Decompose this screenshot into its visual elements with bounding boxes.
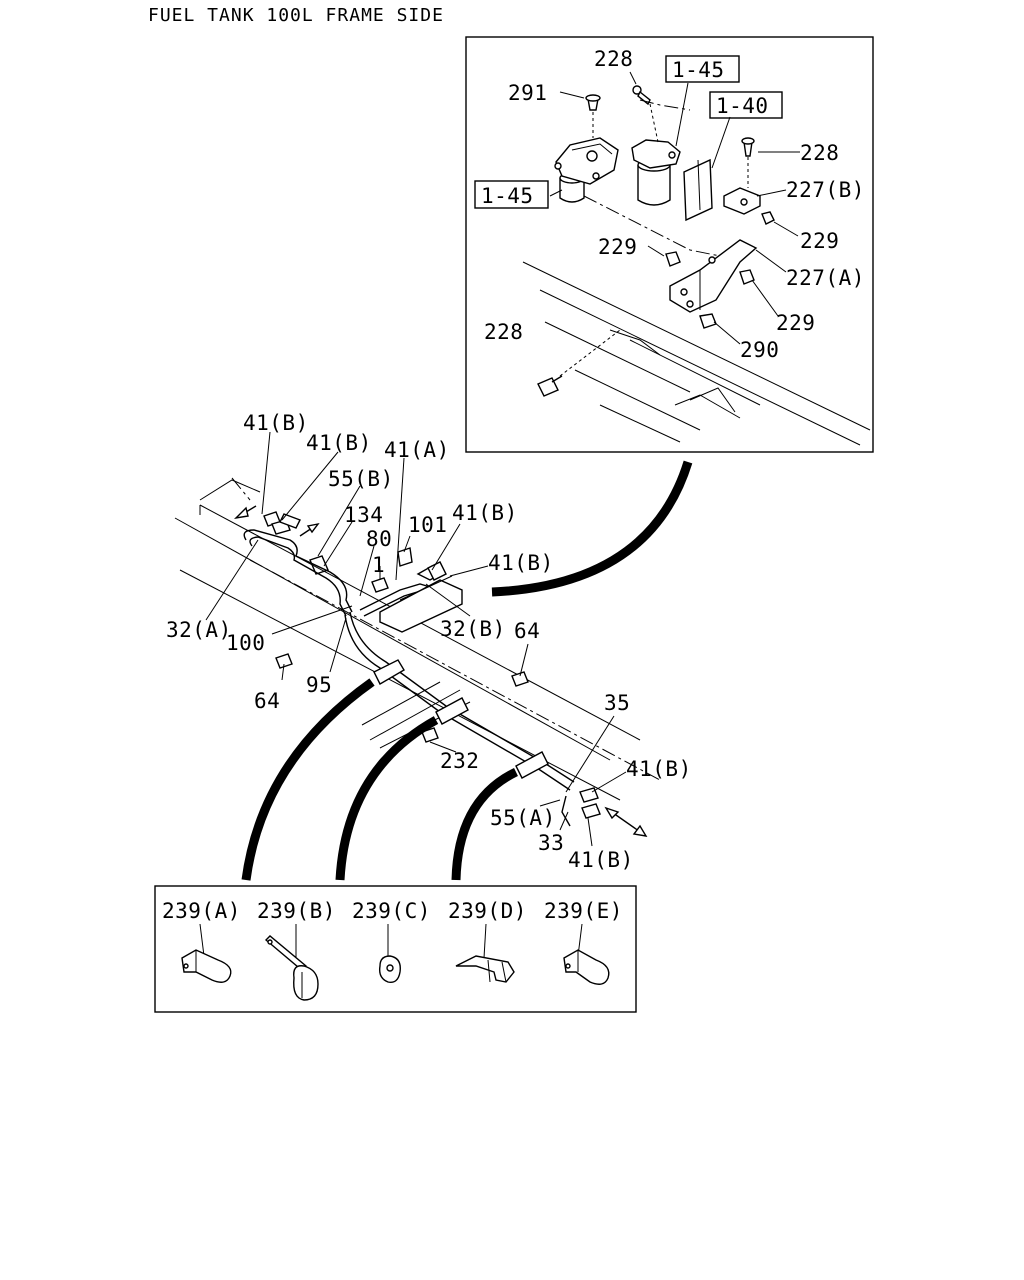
fuel-filter-left xyxy=(554,94,619,203)
clamp-239b-drawing xyxy=(264,924,319,1001)
label-239b: 239(B) xyxy=(257,899,336,923)
inset-frame xyxy=(465,36,874,453)
main-frame-assembly: 41(B) 41(B) 41(A) 55(B) 134 80 101 41(B)… xyxy=(166,411,692,872)
ref-box-1-45-left xyxy=(474,180,549,209)
label-41a: 41(A) xyxy=(384,438,450,462)
fuel-filter-right xyxy=(631,85,681,206)
clamp-239a-drawing xyxy=(181,923,232,983)
callout-arc-inset xyxy=(491,460,693,597)
label-41b-5: 41(B) xyxy=(626,757,692,781)
label-32a: 32(A) xyxy=(166,618,232,642)
label-228-right: 228 xyxy=(800,141,839,165)
callout-arc-clamp-1 xyxy=(241,678,375,881)
inset-frame-rail xyxy=(522,261,871,446)
clamp-239d-drawing xyxy=(455,923,515,983)
ref-box-1-40 xyxy=(709,91,783,119)
clamp-239c-drawing xyxy=(378,924,401,983)
label-64-right: 64 xyxy=(514,619,540,643)
label-41b-4: 41(B) xyxy=(488,551,554,575)
label-1-45-top: 1-45 xyxy=(672,58,725,82)
inset-filter-bracket: 228 291 1-45 1-40 228 1-45 227(B) 229 22… xyxy=(465,36,874,453)
label-100: 100 xyxy=(226,631,265,655)
main-leaders xyxy=(205,431,627,847)
clamp-box-frame xyxy=(154,885,637,1013)
label-232: 232 xyxy=(440,749,479,773)
label-64-left: 64 xyxy=(254,689,280,713)
label-229-left: 229 xyxy=(598,235,637,259)
label-33: 33 xyxy=(538,831,564,855)
ref-box-1-45-top xyxy=(665,55,740,83)
label-239d: 239(D) xyxy=(448,899,527,923)
label-290: 290 xyxy=(740,338,779,362)
label-41b-1: 41(B) xyxy=(243,411,309,435)
callout-arc-clamp-2 xyxy=(335,716,439,881)
bracket-227b xyxy=(723,137,775,225)
label-32b: 32(B) xyxy=(440,617,506,641)
label-41b-3: 41(B) xyxy=(452,501,518,525)
label-229-lower: 229 xyxy=(776,311,815,335)
label-239e: 239(E) xyxy=(544,899,623,923)
label-101: 101 xyxy=(408,513,447,537)
label-55b: 55(B) xyxy=(328,467,394,491)
bolt-228-lower xyxy=(537,329,621,397)
callout-arc-clamp-3 xyxy=(451,767,519,881)
label-227b: 227(B) xyxy=(786,178,865,202)
diagram-title: FUEL TANK 100L FRAME SIDE xyxy=(148,5,444,26)
label-1-45-left: 1-45 xyxy=(481,184,534,208)
label-95: 95 xyxy=(306,673,332,697)
label-1-40: 1-40 xyxy=(716,94,769,118)
label-228-lower: 228 xyxy=(484,320,523,344)
inset-leaders xyxy=(549,71,800,345)
label-35: 35 xyxy=(604,691,630,715)
label-239a: 239(A) xyxy=(162,899,241,923)
label-134: 134 xyxy=(344,503,383,527)
label-80: 80 xyxy=(366,527,392,551)
label-41b-2: 41(B) xyxy=(306,431,372,455)
bracket-227a xyxy=(665,239,758,329)
label-291: 291 xyxy=(508,81,547,105)
label-41b-6: 41(B) xyxy=(568,848,634,872)
clamp-variants-box: 239(A) 239(B) 239(C) 239(D) 239(E) xyxy=(154,885,637,1013)
label-239c: 239(C) xyxy=(352,899,431,923)
bracket-plate xyxy=(683,158,713,222)
clamp-239e-drawing xyxy=(563,923,610,985)
label-229-upper: 229 xyxy=(800,229,839,253)
label-227a: 227(A) xyxy=(786,266,865,290)
label-228: 228 xyxy=(594,47,633,71)
label-55a: 55(A) xyxy=(490,806,556,830)
label-1: 1 xyxy=(372,553,385,577)
